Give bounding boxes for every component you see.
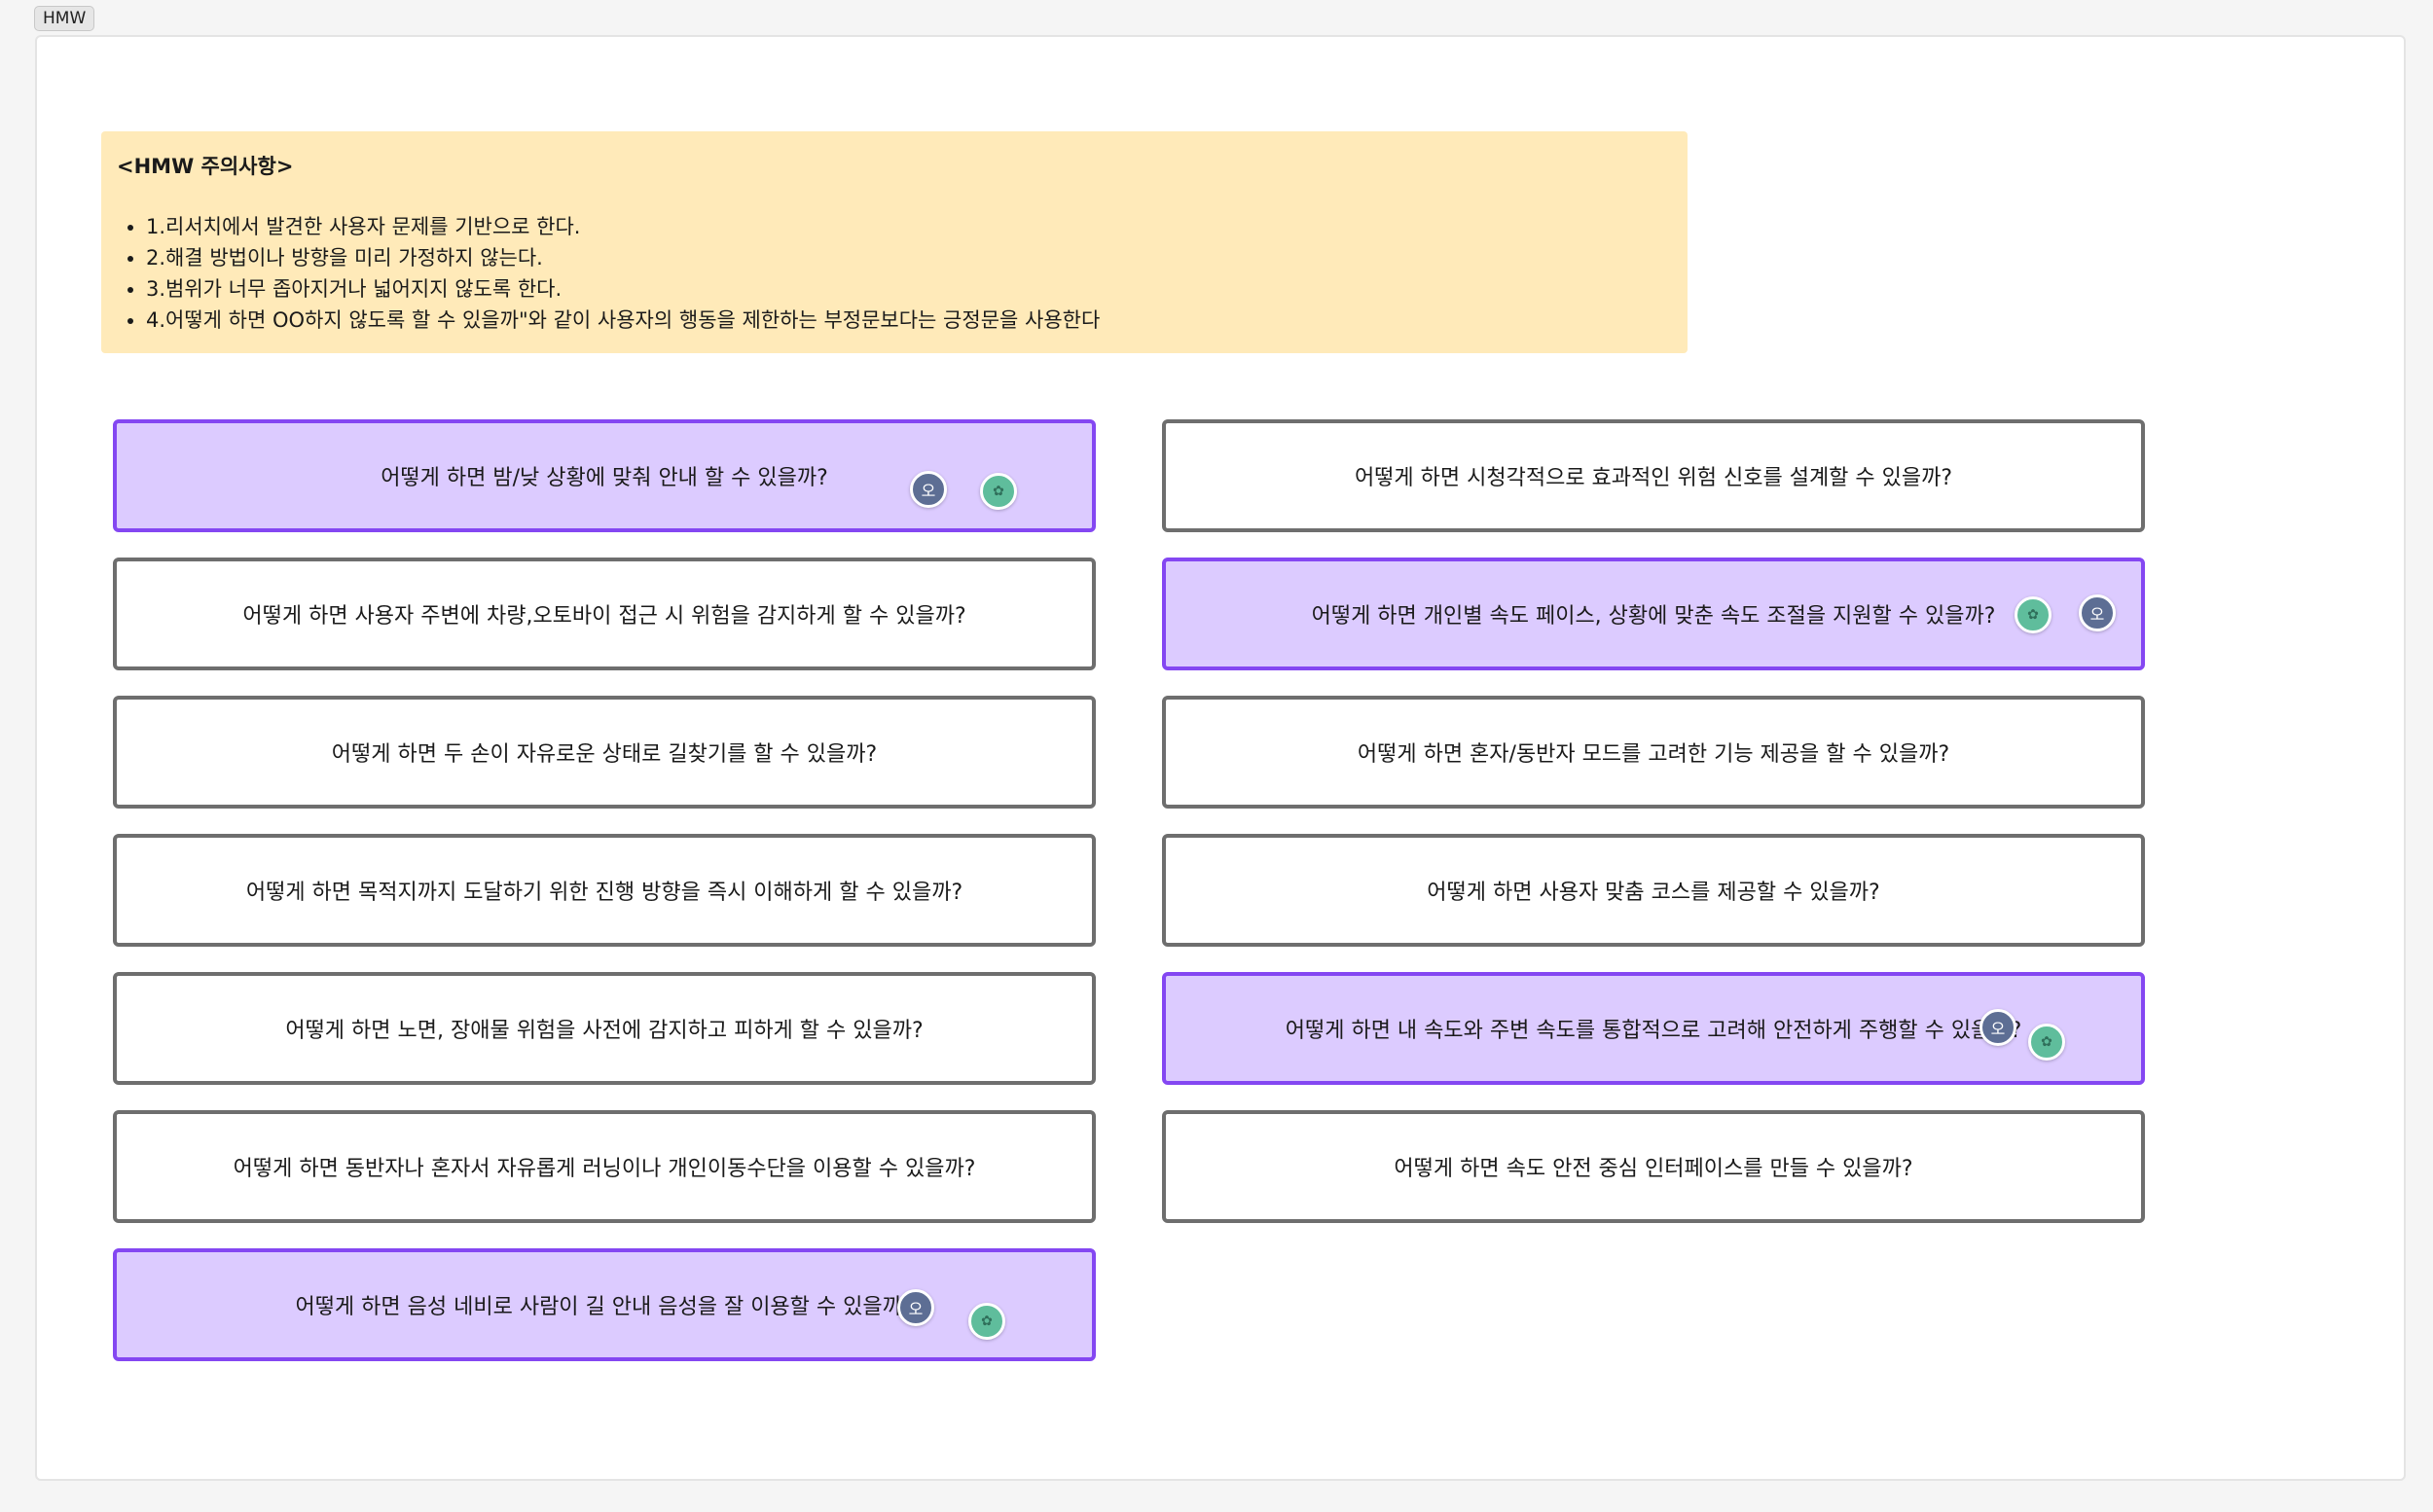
note-item: 4.어떻게 하면 OO하지 않도록 할 수 있을까"와 같이 사용자의 행동을 … [146, 305, 1672, 336]
user-avatar[interactable]: 오 [1979, 1009, 2016, 1046]
hmw-card-text: 어떻게 하면 두 손이 자유로운 상태로 길찾기를 할 수 있을까? [331, 742, 878, 767]
hmw-card[interactable]: 어떻게 하면 사용자 주변에 차량,오토바이 접근 시 위험을 감지하게 할 수… [113, 558, 1096, 670]
sticky-note[interactable]: <HMW 주의사항> 1.리서치에서 발견한 사용자 문제를 기반으로 한다. … [101, 131, 1688, 353]
hmw-card-text: 어떻게 하면 목적지까지 도달하기 위한 진행 방향을 즉시 이해하게 할 수 … [245, 881, 963, 905]
hmw-card[interactable]: 어떻게 하면 내 속도와 주변 속도를 통합적으로 고려해 안전하게 주행할 수… [1162, 972, 2145, 1085]
hmw-card[interactable]: 어떻게 하면 밤/낮 상황에 맞춰 안내 할 수 있을까? [113, 419, 1096, 532]
hmw-card-text: 어떻게 하면 사용자 맞춤 코스를 제공할 수 있을까? [1427, 881, 1880, 905]
hmw-card[interactable]: 어떻게 하면 개인별 속도 페이스, 상황에 맞춘 속도 조절을 지원할 수 있… [1162, 558, 2145, 670]
hmw-card[interactable]: 어떻게 하면 동반자나 혼자서 자유롭게 러닝이나 개인이동수단을 이용할 수 … [113, 1110, 1096, 1223]
hmw-card-text: 어떻게 하면 시청각적으로 효과적인 위험 신호를 설계할 수 있을까? [1354, 466, 1953, 490]
hmw-card[interactable]: 어떻게 하면 노면, 장애물 위험을 사전에 감지하고 피하게 할 수 있을까? [113, 972, 1096, 1085]
hmw-card[interactable]: 어떻게 하면 시청각적으로 효과적인 위험 신호를 설계할 수 있을까? [1162, 419, 2145, 532]
hmw-card[interactable]: 어떻게 하면 속도 안전 중심 인터페이스를 만들 수 있을까? [1162, 1110, 2145, 1223]
frame-label[interactable]: HMW [34, 6, 95, 31]
user-avatar[interactable]: 오 [910, 471, 947, 508]
user-avatar-icon[interactable]: ✿ [980, 473, 1017, 510]
note-item: 2.해결 방법이나 방향을 미리 가정하지 않는다. [146, 242, 1672, 273]
note-title: <HMW 주의사항> [117, 155, 294, 178]
user-avatar-icon[interactable]: ✿ [968, 1303, 1005, 1340]
user-avatar-icon[interactable]: ✿ [2015, 596, 2052, 633]
user-avatar-icon[interactable]: ✿ [2028, 1024, 2065, 1061]
hmw-card[interactable]: 어떻게 하면 두 손이 자유로운 상태로 길찾기를 할 수 있을까? [113, 696, 1096, 809]
hmw-card-text: 어떻게 하면 사용자 주변에 차량,오토바이 접근 시 위험을 감지하게 할 수… [242, 604, 966, 629]
hmw-card-text: 어떻게 하면 동반자나 혼자서 자유롭게 러닝이나 개인이동수단을 이용할 수 … [233, 1157, 976, 1181]
note-item: 3.범위가 너무 좁아지거나 넓어지지 않도록 한다. [146, 273, 1672, 305]
hmw-card[interactable]: 어떻게 하면 목적지까지 도달하기 위한 진행 방향을 즉시 이해하게 할 수 … [113, 834, 1096, 947]
hmw-card-text: 어떻게 하면 음성 네비로 사람이 길 안내 음성을 잘 이용할 수 있을까? [295, 1295, 914, 1319]
hmw-card-text: 어떻게 하면 속도 안전 중심 인터페이스를 만들 수 있을까? [1394, 1157, 1913, 1181]
user-avatar[interactable]: 오 [2079, 594, 2116, 631]
hmw-card[interactable]: 어떻게 하면 혼자/동반자 모드를 고려한 기능 제공을 할 수 있을까? [1162, 696, 2145, 809]
hmw-card-text: 어떻게 하면 개인별 속도 페이스, 상황에 맞춘 속도 조절을 지원할 수 있… [1311, 604, 1996, 629]
hmw-card-text: 어떻게 하면 혼자/동반자 모드를 고려한 기능 제공을 할 수 있을까? [1357, 742, 1950, 767]
hmw-card[interactable]: 어떻게 하면 사용자 맞춤 코스를 제공할 수 있을까? [1162, 834, 2145, 947]
hmw-card[interactable]: 어떻게 하면 음성 네비로 사람이 길 안내 음성을 잘 이용할 수 있을까? [113, 1248, 1096, 1361]
hmw-card-text: 어떻게 하면 내 속도와 주변 속도를 통합적으로 고려해 안전하게 주행할 수… [1285, 1019, 2022, 1043]
note-item: 1.리서치에서 발견한 사용자 문제를 기반으로 한다. [146, 211, 1672, 242]
note-list: 1.리서치에서 발견한 사용자 문제를 기반으로 한다. 2.해결 방법이나 방… [117, 211, 1672, 336]
user-avatar[interactable]: 오 [897, 1289, 934, 1326]
hmw-card-text: 어떻게 하면 노면, 장애물 위험을 사전에 감지하고 피하게 할 수 있을까? [285, 1019, 924, 1043]
hmw-card-text: 어떻게 하면 밤/낮 상황에 맞춰 안내 할 수 있을까? [381, 466, 828, 490]
